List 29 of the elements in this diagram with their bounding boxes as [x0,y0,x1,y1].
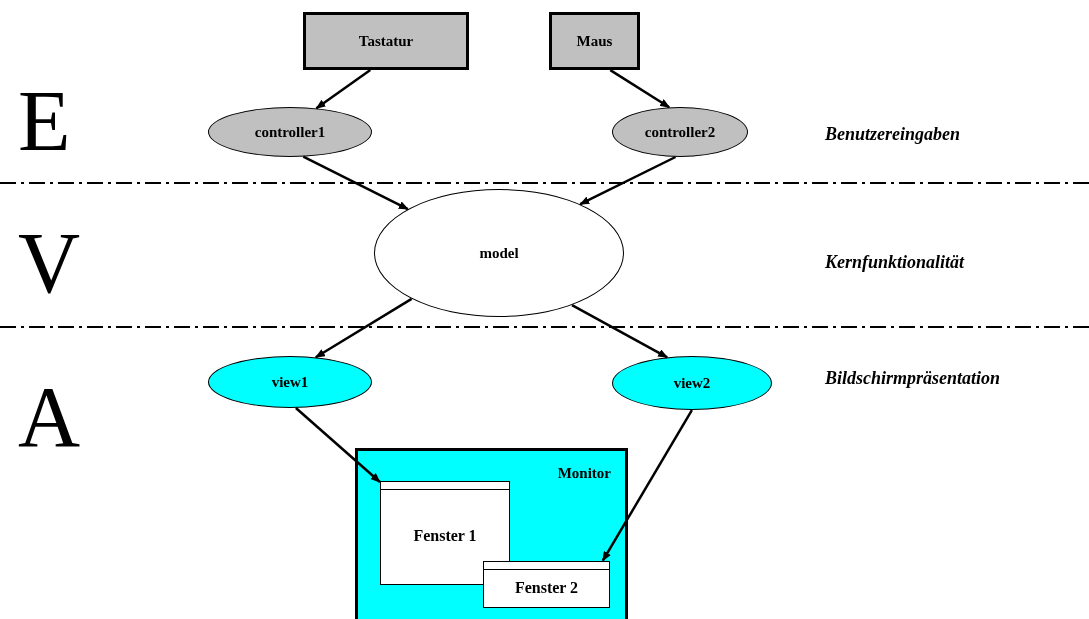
stage-letter: E [18,78,71,164]
arrow [315,69,372,110]
layer-label: Benutzereingaben [825,124,961,145]
arrow [609,69,671,109]
stage-letter: V [18,220,81,306]
node-label: Maus [576,32,613,50]
node-label: controller1 [254,123,326,141]
window-box [380,481,510,585]
layer-label: Bildschirmpräsentation [825,368,1001,389]
node-label: Fenster 2 [514,578,579,597]
window-box [483,561,610,608]
arrow [314,297,413,359]
arrow [579,155,677,206]
node-label: view1 [271,373,309,391]
arrow [295,407,381,483]
node-label: Fenster 1 [413,527,477,545]
stage-letter: A [18,374,81,460]
node-label: Tastatur [358,32,414,50]
mouse-box [549,12,640,70]
node-label: controller2 [644,123,716,141]
node-label: model [479,244,519,262]
arrow [571,304,669,359]
arrow [601,409,693,562]
monitor-box [355,448,628,619]
keyboard-box [303,12,469,70]
arrow [302,155,409,211]
layer-label: Kernfunktionalität [825,252,965,273]
node-label: Monitor [557,464,612,482]
node-label: view2 [673,374,711,392]
